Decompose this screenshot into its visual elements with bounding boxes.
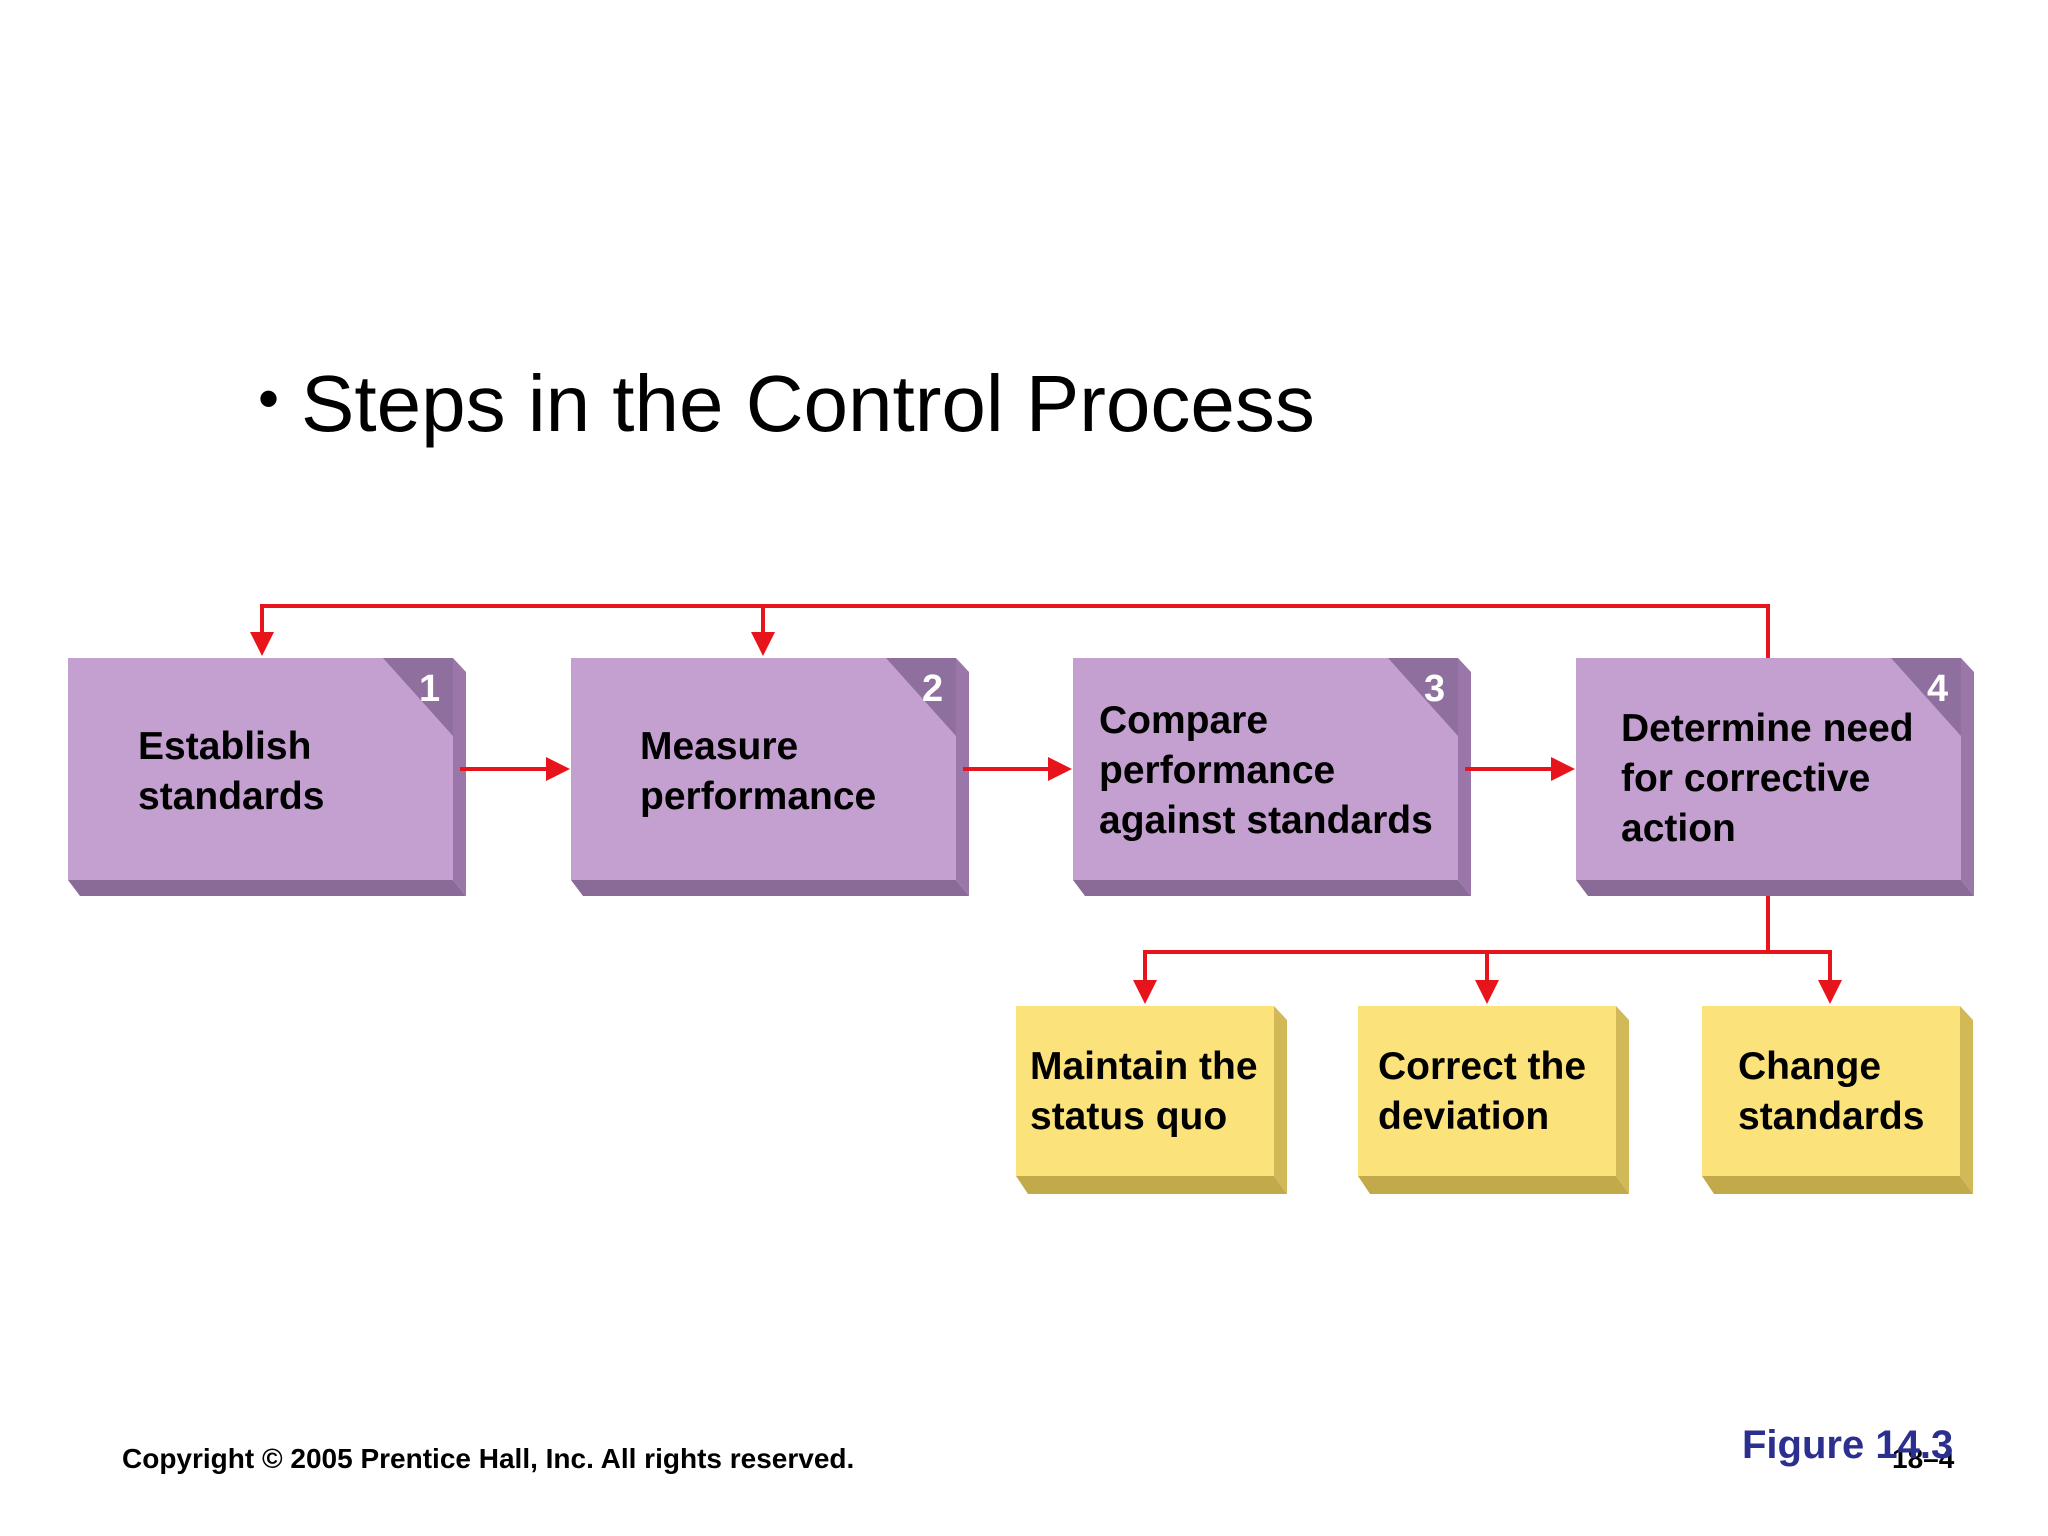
step-1-line-2: standards <box>138 775 325 818</box>
outcome-label-2: Correct the deviation <box>1378 1042 1586 1142</box>
step-box-1 <box>68 658 466 896</box>
outcome-2-line-2: deviation <box>1378 1095 1550 1138</box>
step-4-line-2: for corrective <box>1621 757 1871 800</box>
step-label-3: Compare performance against standards <box>1099 696 1433 846</box>
step-number-4: 4 <box>1927 668 1949 710</box>
step-label-1: Establish standards <box>138 722 324 822</box>
step-1-line-1: Establish <box>138 725 312 768</box>
step-3-line-3: against standards <box>1099 799 1433 842</box>
outcome-3-line-1: Change <box>1738 1045 1882 1088</box>
figure-label: Figure 14.3 <box>1742 1423 1954 1467</box>
step-number-1: 1 <box>419 668 441 710</box>
step-box-4 <box>1576 658 1974 896</box>
step-3-line-1: Compare <box>1099 699 1269 742</box>
outcome-box-2 <box>1358 1006 1629 1194</box>
slide-number: 18–4 <box>1892 1443 1955 1474</box>
title-text: Steps in the Control Process <box>301 359 1315 448</box>
outcome-label-3: Change standards <box>1738 1042 1924 1142</box>
outcome-1-line-2: status quo <box>1030 1095 1228 1138</box>
feedback-loop-line <box>262 604 1770 658</box>
step-2-line-2: performance <box>640 775 877 818</box>
outcome-1-line-1: Maintain the <box>1030 1045 1258 1088</box>
outcome-box-1 <box>1016 1006 1287 1194</box>
outcome-3-line-2: standards <box>1738 1095 1925 1138</box>
step-4-line-3: action <box>1621 807 1736 850</box>
step-4-line-1: Determine need <box>1621 707 1914 750</box>
copyright-notice: Copyright © 2005 Prentice Hall, Inc. All… <box>122 1443 855 1474</box>
step-number-2: 2 <box>922 668 944 710</box>
title-bullet: • <box>258 365 280 432</box>
outcome-box-3 <box>1702 1006 1973 1194</box>
step-number-3: 3 <box>1424 668 1446 710</box>
step-2-line-1: Measure <box>640 725 799 768</box>
step-box-2 <box>571 658 969 896</box>
step-3-line-2: performance <box>1099 749 1336 792</box>
outcome-label-1: Maintain the status quo <box>1030 1042 1258 1142</box>
step-label-4: Determine need for corrective action <box>1621 704 1914 854</box>
step-box-3 <box>1073 658 1471 896</box>
step-label-2: Measure performance <box>640 722 876 822</box>
outcome-2-line-1: Correct the <box>1378 1045 1587 1088</box>
slide-title: • Steps in the Control Process <box>258 358 1315 450</box>
